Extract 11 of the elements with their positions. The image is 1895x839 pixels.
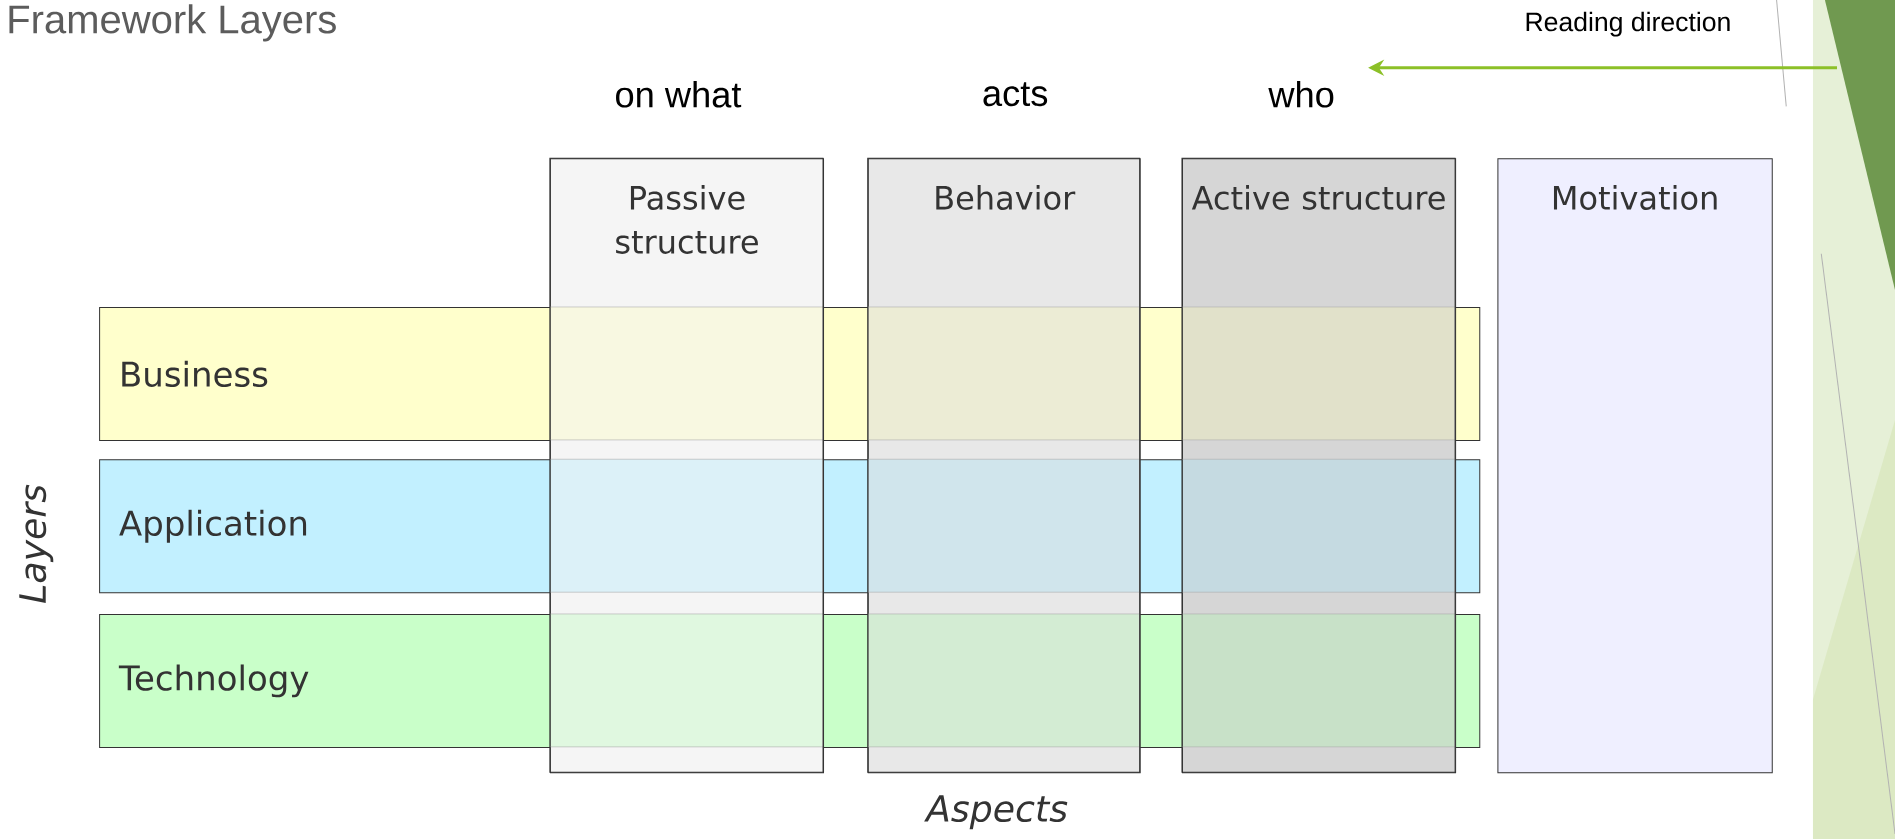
reading-direction-label: Reading direction xyxy=(1526,11,1730,37)
title: Framework Layers xyxy=(9,4,336,42)
aspect-column: Motivation xyxy=(1497,158,1773,774)
axis-label: Layers xyxy=(19,484,54,603)
column-heading: on what xyxy=(616,80,742,108)
axis-label: Aspects xyxy=(924,795,1068,830)
column-heading: who xyxy=(1268,80,1334,108)
column-heading: acts xyxy=(983,82,1048,107)
aspect-column: Behavior xyxy=(867,157,1141,774)
aspect-column: Passive structure xyxy=(549,157,825,774)
aspect-column: Active structure xyxy=(1181,157,1457,774)
